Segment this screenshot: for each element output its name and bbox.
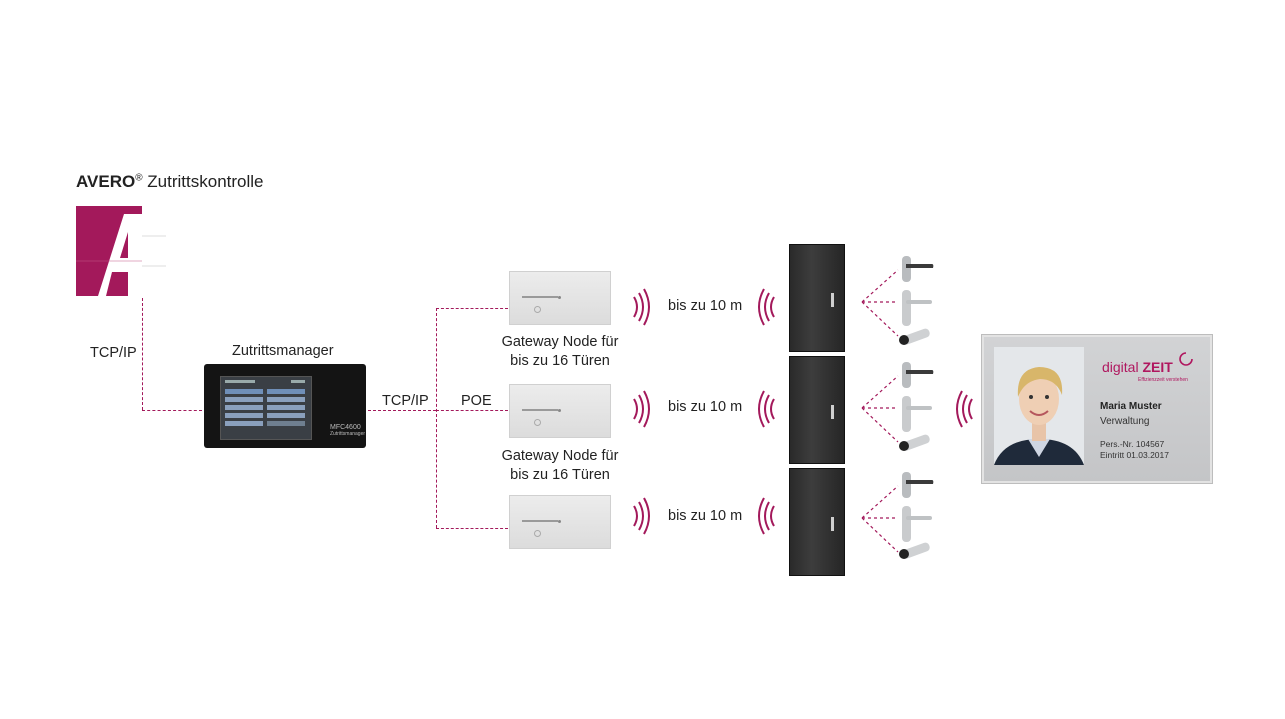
- connection-gateway-2: [436, 410, 508, 411]
- door-icon: [789, 356, 845, 464]
- range-label-3: bis zu 10 m: [668, 508, 743, 524]
- wifi-waves-icon: [633, 390, 650, 428]
- gateway-node-1: [509, 271, 611, 325]
- card-department: Verwaltung: [1100, 416, 1150, 427]
- tcpip-mid-label: TCP/IP: [382, 393, 429, 409]
- id-card-icon: digital ZEIT Effizienzzeit verstehen Mar…: [982, 335, 1212, 483]
- gateway-node-2: [509, 384, 611, 438]
- card-brand-logo-icon: [1179, 352, 1193, 366]
- card-photo: [994, 347, 1084, 465]
- manager-screen: [220, 376, 312, 440]
- wifi-waves-icon: [633, 288, 650, 326]
- card-slogan: Effizienzzeit verstehen: [1138, 377, 1188, 383]
- title-rest: Zutrittskontrolle: [142, 172, 264, 191]
- wifi-waves-icon: [956, 390, 973, 428]
- poe-label: POE: [461, 393, 492, 409]
- manager-label: Zutrittsmanager: [232, 343, 334, 359]
- wifi-waves-icon: [633, 497, 650, 535]
- wifi-waves-icon: [758, 497, 775, 535]
- gateway-node-3: [509, 495, 611, 549]
- connection-logo-horizontal: [142, 410, 202, 411]
- wifi-waves-icon: [758, 288, 775, 326]
- connection-gateway-1: [436, 308, 508, 309]
- door-icon: [789, 468, 845, 576]
- connection-bus-vertical: [436, 308, 437, 528]
- connection-gateway-3: [436, 528, 508, 529]
- door-hardware-group: [861, 256, 934, 559]
- manager-model: MFC4600 Zutrittsmanager: [330, 424, 366, 437]
- range-label-2: bis zu 10 m: [668, 399, 743, 415]
- card-entry: Eintritt 01.03.2017: [1100, 450, 1169, 460]
- card-name: Maria Muster: [1100, 401, 1162, 412]
- card-brand: digital ZEIT: [1102, 359, 1173, 375]
- card-pers-nr: Pers.-Nr. 104567: [1100, 439, 1165, 449]
- door-icon: [789, 244, 845, 352]
- title-brand: AVERO: [76, 172, 136, 191]
- connection-logo-vertical: [142, 298, 143, 410]
- range-label-1: bis zu 10 m: [668, 298, 743, 314]
- avero-logo-icon: [76, 206, 166, 296]
- diagram-title: AVERO® Zutrittskontrolle: [76, 172, 264, 192]
- zutrittsmanager-device: MFC4600 Zutrittsmanager: [204, 364, 366, 448]
- wifi-waves-icon: [758, 390, 775, 428]
- tcpip-left-label: TCP/IP: [90, 345, 137, 361]
- title-registered: ®: [135, 172, 143, 184]
- connection-manager-bus: [368, 410, 436, 411]
